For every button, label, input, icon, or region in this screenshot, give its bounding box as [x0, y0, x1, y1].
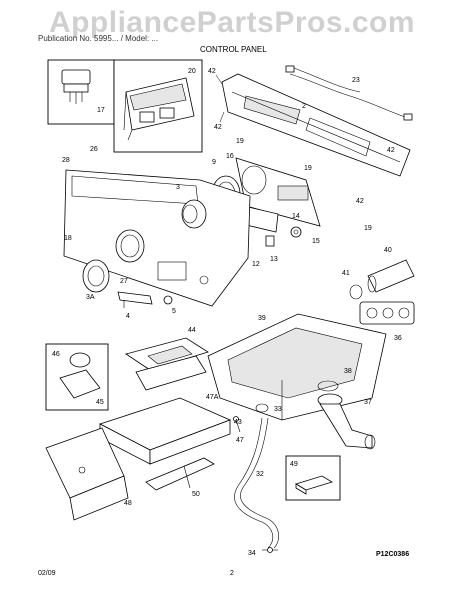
callout-47A: 47A	[206, 394, 219, 401]
callout-48: 48	[124, 500, 132, 507]
part-47-screw	[233, 416, 241, 433]
part-37-bellow-hose	[317, 393, 376, 450]
part-3-knob	[181, 199, 207, 229]
callout-44: 44	[188, 327, 196, 334]
callout-47: 47	[236, 437, 244, 444]
callout-12: 12	[252, 261, 260, 268]
callout-42-mid: 42	[214, 124, 222, 131]
part-39-dispenser-housing	[207, 313, 387, 421]
part-50-drawer-rail	[145, 457, 215, 491]
callout-19-c: 19	[364, 225, 372, 232]
callout-2: 2	[302, 103, 306, 110]
callout-5: 5	[172, 308, 176, 315]
callout-19-b: 19	[304, 165, 312, 172]
part-46-siphon-cap	[59, 352, 101, 399]
publication-header: Publication No. 5995... / Model: ...	[38, 34, 159, 43]
callout-27: 27	[120, 278, 128, 285]
callout-38: 38	[344, 368, 352, 375]
part-4-bracket	[117, 291, 153, 308]
drawing-code: P12C0386	[376, 551, 409, 558]
callout-13: 13	[270, 256, 278, 263]
part-5-button	[163, 295, 173, 305]
callout-16: 16	[226, 153, 234, 160]
callout-42-lower: 42	[356, 198, 364, 205]
callout-26: 26	[90, 146, 98, 153]
callout-41: 41	[342, 270, 350, 277]
part-3A-knob-ring	[82, 259, 110, 293]
inset-box-49	[285, 455, 341, 501]
callout-19-a: 19	[236, 138, 244, 145]
callout-9: 9	[212, 159, 216, 166]
part-44-drawer-insert	[125, 337, 209, 391]
part-9-display-frame	[235, 157, 321, 227]
part-13-led	[265, 235, 275, 247]
callout-20: 20	[188, 68, 196, 75]
callout-33: 33	[274, 406, 282, 413]
part-17-pressure-switch	[61, 69, 91, 104]
footer-page-number: 2	[230, 570, 234, 577]
callout-42-top: 42	[208, 68, 216, 75]
callout-32: 32	[256, 471, 264, 478]
part-36-inlet-valve	[359, 301, 415, 325]
callout-34: 34	[248, 550, 256, 557]
part-33-clamp	[255, 403, 269, 413]
callout-3A: 3A	[86, 294, 95, 301]
footer-date: 02/09	[38, 570, 56, 577]
callout-36: 36	[394, 335, 402, 342]
part-32-hose	[234, 417, 274, 549]
callout-4: 4	[126, 313, 130, 320]
part-49-bracket	[295, 475, 333, 495]
part-45-dispenser-tray	[98, 397, 232, 465]
callout-50: 50	[192, 491, 200, 498]
part-41-oring	[349, 284, 363, 300]
callout-23: 23	[352, 77, 360, 84]
callout-43: 43	[234, 419, 242, 426]
watermark-logo: AppliancePartsPros.com	[48, 6, 416, 39]
part-23-wire-harness	[285, 65, 413, 121]
callout-14: 14	[292, 213, 300, 220]
callout-15: 15	[312, 238, 320, 245]
part-40-hose	[367, 259, 415, 293]
callout-46: 46	[52, 351, 60, 358]
part-48-drawer-handle	[45, 427, 129, 521]
part-2-panel-housing	[221, 73, 411, 177]
callout-3: 3	[176, 184, 180, 191]
section-title: CONTROL PANEL	[200, 45, 267, 54]
part-27-control-panel-front	[63, 169, 251, 307]
part-20-control-board	[123, 77, 195, 141]
part-38-seal	[317, 380, 339, 392]
callout-17: 17	[97, 107, 105, 114]
callout-45: 45	[96, 399, 104, 406]
callout-49: 49	[290, 461, 298, 468]
callout-18: 18	[64, 235, 72, 242]
part-15-button	[290, 226, 302, 238]
callout-40: 40	[384, 247, 392, 254]
callout-39: 39	[258, 315, 266, 322]
callout-42-right: 42	[387, 147, 395, 154]
callout-28: 28	[62, 157, 70, 164]
part-34-hose-clip	[262, 547, 278, 553]
callout-37: 37	[364, 399, 372, 406]
